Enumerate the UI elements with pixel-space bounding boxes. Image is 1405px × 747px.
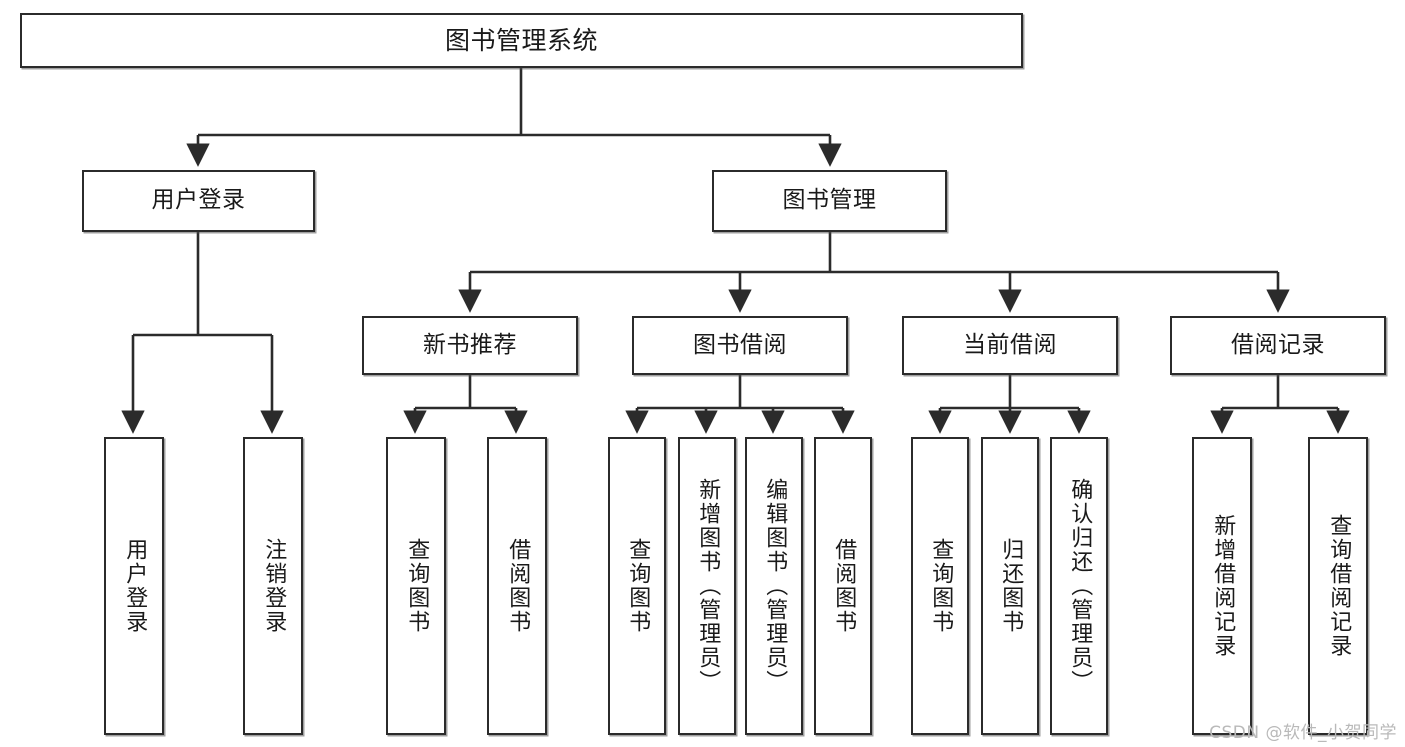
node-user-login[interactable]: 用户登录 xyxy=(82,170,315,232)
node-borrow-record[interactable]: 借阅记录 xyxy=(1170,316,1386,375)
node-book-manage-label: 图书管理 xyxy=(782,187,877,214)
node-new-book-rec[interactable]: 新书推荐 xyxy=(362,316,578,375)
node-leaf-user-login-label: 用户登录 xyxy=(122,538,148,634)
node-leaf-add-record[interactable]: 新增借阅记录 xyxy=(1192,437,1252,735)
node-current-borrow-label: 当前借阅 xyxy=(963,331,1057,358)
node-root-label: 图书管理系统 xyxy=(444,25,598,55)
node-leaf-confirm-return[interactable]: 确认归还（管理员） xyxy=(1050,437,1108,735)
node-leaf-user-login[interactable]: 用户登录 xyxy=(104,437,164,735)
node-book-borrow-label: 图书借阅 xyxy=(693,331,787,358)
node-leaf-borrow-book-2-label: 借阅图书 xyxy=(831,538,857,634)
node-user-login-label: 用户登录 xyxy=(151,187,246,214)
node-book-borrow[interactable]: 图书借阅 xyxy=(632,316,848,375)
node-book-manage[interactable]: 图书管理 xyxy=(712,170,947,232)
node-leaf-return-book[interactable]: 归还图书 xyxy=(981,437,1039,735)
node-leaf-add-book[interactable]: 新增图书（管理员） xyxy=(678,437,736,735)
node-leaf-borrow-book-2[interactable]: 借阅图书 xyxy=(814,437,872,735)
node-current-borrow[interactable]: 当前借阅 xyxy=(902,316,1118,375)
csdn-watermark: CSDN @软件_小贺同学 xyxy=(1209,723,1397,743)
node-root[interactable]: 图书管理系统 xyxy=(20,13,1023,68)
node-leaf-edit-book-label: 编辑图书（管理员） xyxy=(762,478,788,694)
node-leaf-edit-book[interactable]: 编辑图书（管理员） xyxy=(745,437,803,735)
node-leaf-query-book-3-label: 查询图书 xyxy=(928,538,954,634)
node-leaf-add-book-label: 新增图书（管理员） xyxy=(695,478,721,694)
node-leaf-query-book-1[interactable]: 查询图书 xyxy=(386,437,446,735)
node-borrow-record-label: 借阅记录 xyxy=(1231,331,1325,358)
node-leaf-return-book-label: 归还图书 xyxy=(998,538,1024,634)
node-leaf-query-record[interactable]: 查询借阅记录 xyxy=(1308,437,1368,735)
node-leaf-logout-login[interactable]: 注销登录 xyxy=(243,437,303,735)
node-leaf-query-book-3[interactable]: 查询图书 xyxy=(911,437,969,735)
node-leaf-query-record-label: 查询借阅记录 xyxy=(1326,514,1352,658)
node-leaf-query-book-1-label: 查询图书 xyxy=(404,538,430,634)
node-leaf-query-book-2-label: 查询图书 xyxy=(625,538,651,634)
node-leaf-confirm-return-label: 确认归还（管理员） xyxy=(1067,478,1093,694)
node-leaf-logout-login-label: 注销登录 xyxy=(261,538,287,634)
node-leaf-borrow-book-1-label: 借阅图书 xyxy=(505,538,531,634)
node-leaf-borrow-book-1[interactable]: 借阅图书 xyxy=(487,437,547,735)
node-leaf-query-book-2[interactable]: 查询图书 xyxy=(608,437,666,735)
node-leaf-add-record-label: 新增借阅记录 xyxy=(1210,514,1236,658)
node-new-book-rec-label: 新书推荐 xyxy=(423,331,517,358)
